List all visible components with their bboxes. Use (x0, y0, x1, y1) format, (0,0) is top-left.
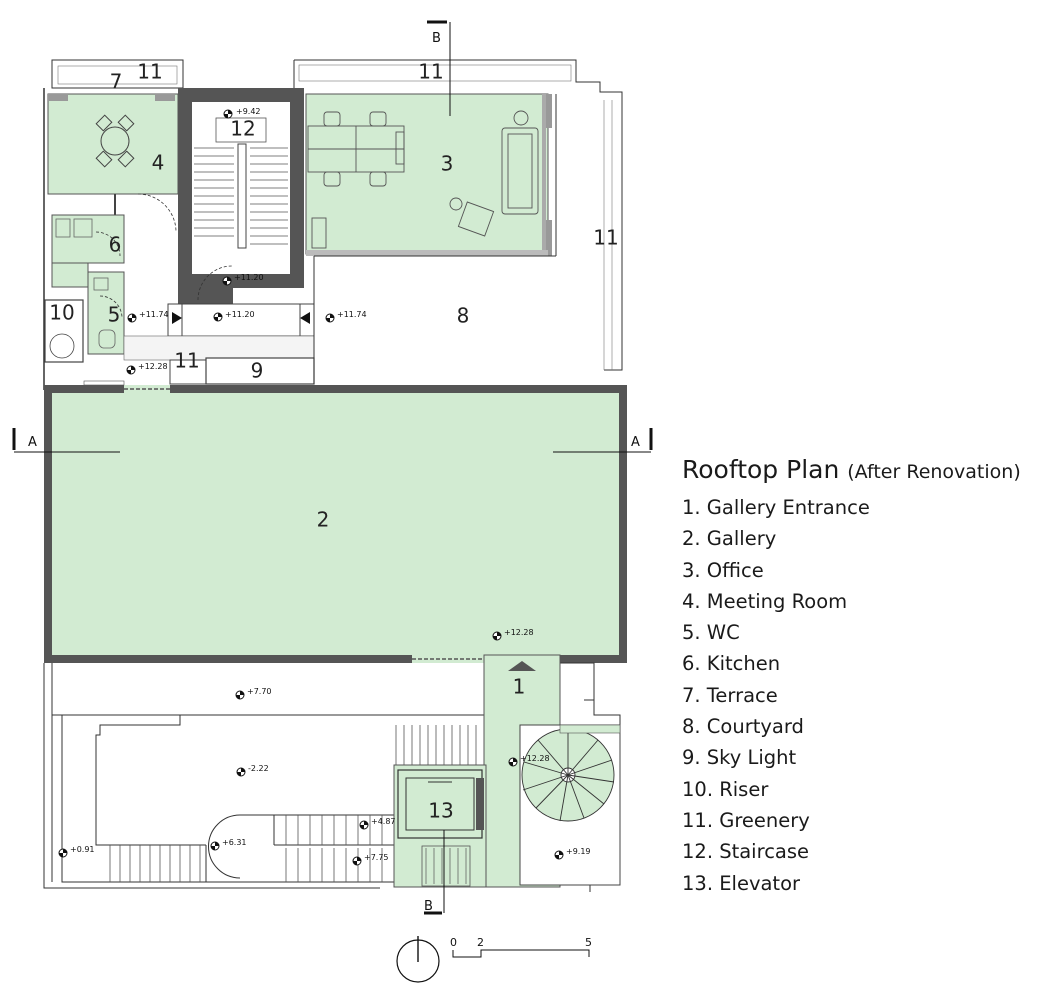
label-terrace: 7 (110, 70, 123, 94)
scale-label-2: 2 (477, 936, 484, 949)
office-desks-icon (307, 111, 405, 249)
scale-bar: 0 2 5 (450, 936, 592, 958)
svg-text:+4.87: +4.87 (371, 817, 396, 826)
stair-corridor (167, 303, 315, 337)
label-greenery-4: 11 (174, 349, 199, 373)
meeting-table-icon (95, 114, 135, 168)
label-gallery: 2 (317, 508, 330, 532)
label-staircase: 12 (230, 117, 255, 141)
section-b-bottom-label: B (424, 899, 433, 914)
meeting-room (47, 93, 179, 195)
elevation-marker: +12.28 (508, 754, 550, 767)
elevation-marker: +11.20 (222, 273, 264, 286)
room-labels: 1 2 3 4 5 6 7 8 9 10 11 11 11 11 12 13 (49, 60, 618, 823)
legend-item: 6. Kitchen (682, 652, 781, 676)
label-sky-light: 9 (251, 359, 264, 383)
legend-item: 12. Staircase (682, 840, 810, 864)
kitchen (51, 214, 125, 264)
legend-list: 1. Gallery Entrance 2. Gallery 3. Office… (682, 492, 1042, 899)
svg-text:+12.28: +12.28 (520, 754, 550, 763)
svg-text:+11.74: +11.74 (337, 310, 367, 319)
legend-title-sub: (After Renovation) (847, 461, 1021, 483)
upper-block (43, 59, 623, 390)
section-b-top-label: B (432, 31, 441, 46)
spiral-staircase (521, 728, 615, 822)
legend-item: 13. Elevator (682, 871, 801, 895)
elevation-marker: +6.31 (210, 838, 247, 851)
legend-item: 2. Gallery (682, 527, 777, 551)
legend-item: 10. Riser (682, 777, 769, 801)
elevation-marker: +12.28 (492, 628, 534, 641)
svg-text:+12.28: +12.28 (138, 362, 168, 371)
label-gallery-entrance: 1 (513, 675, 526, 699)
elevation-marker: +11.74 (325, 310, 367, 323)
elevator-shaft (393, 764, 487, 888)
scale-label-5: 5 (585, 936, 592, 949)
elevation-marker: +11.74 (127, 310, 169, 323)
label-courtyard: 8 (457, 304, 470, 328)
elevation-marker: +0.91 (58, 845, 95, 858)
svg-text:-2.22: -2.22 (248, 764, 269, 773)
section-a-left-label: A (28, 435, 37, 450)
lower-stairs-treads (109, 725, 477, 882)
elevation-markers: +9.42 +11.20 +11.20 +11.74 +11.74 +12.28… (58, 107, 591, 866)
label-greenery-2: 11 (418, 60, 443, 84)
elevation-marker: -2.22 (236, 764, 269, 777)
north-arrow-icon (396, 936, 440, 983)
legend-title-main: Rooftop Plan (682, 455, 840, 484)
legend-item: 11. Greenery (682, 808, 810, 832)
svg-text:+6.31: +6.31 (222, 838, 247, 847)
terrace-planter (51, 59, 184, 89)
greenery-edge (294, 59, 623, 371)
lower-area (43, 662, 621, 892)
entrance-arrow-icon (508, 661, 536, 671)
elevation-marker: +7.70 (235, 687, 272, 700)
legend-item: 3. Office (682, 558, 764, 582)
label-greenery-1: 11 (137, 60, 162, 84)
label-riser: 10 (49, 301, 74, 325)
office (305, 93, 549, 255)
section-lines (12, 20, 653, 915)
svg-text:+11.74: +11.74 (139, 310, 169, 319)
label-greenery-3: 11 (593, 226, 618, 250)
legend-item: 9. Sky Light (682, 746, 797, 770)
elevation-marker: +9.42 (223, 107, 261, 119)
plan-legend: Rooftop Plan (After Renovation) 1. Galle… (682, 452, 1042, 899)
office-sofa-icon (449, 110, 539, 237)
svg-text:+12.28: +12.28 (504, 628, 534, 637)
label-elevator: 13 (428, 799, 453, 823)
label-kitchen: 6 (109, 233, 122, 257)
legend-item: 7. Terrace (682, 683, 778, 707)
legend-item: 1. Gallery Entrance (682, 496, 870, 519)
svg-text:+9.42: +9.42 (236, 107, 261, 116)
svg-text:+0.91: +0.91 (70, 845, 95, 854)
scale-label-0: 0 (450, 936, 457, 949)
label-wc: 5 (108, 303, 121, 327)
svg-text:+9.19: +9.19 (566, 847, 591, 856)
staircase-treads (194, 147, 288, 245)
elevation-marker: +11.20 (213, 310, 255, 322)
greenery-small (169, 359, 207, 385)
svg-text:+7.75: +7.75 (364, 853, 389, 862)
section-a-right-label: A (631, 435, 640, 450)
legend-item: 5. WC (682, 621, 740, 645)
label-office: 3 (441, 152, 454, 176)
legend-item: 4. Meeting Room (682, 589, 848, 613)
svg-text:+11.20: +11.20 (225, 310, 255, 319)
legend-item: 8. Courtyard (682, 715, 804, 739)
svg-text:+7.70: +7.70 (247, 687, 272, 696)
elevation-marker: +12.28 (126, 362, 168, 375)
elevation-marker: +7.75 (352, 853, 389, 866)
gallery (44, 380, 627, 663)
elevation-marker: +4.87 (359, 817, 396, 830)
legend-title: Rooftop Plan (After Renovation) (682, 452, 1042, 490)
svg-text:+11.20: +11.20 (234, 273, 264, 282)
elevation-marker: +9.19 (554, 847, 591, 860)
label-meeting-room: 4 (152, 151, 165, 175)
